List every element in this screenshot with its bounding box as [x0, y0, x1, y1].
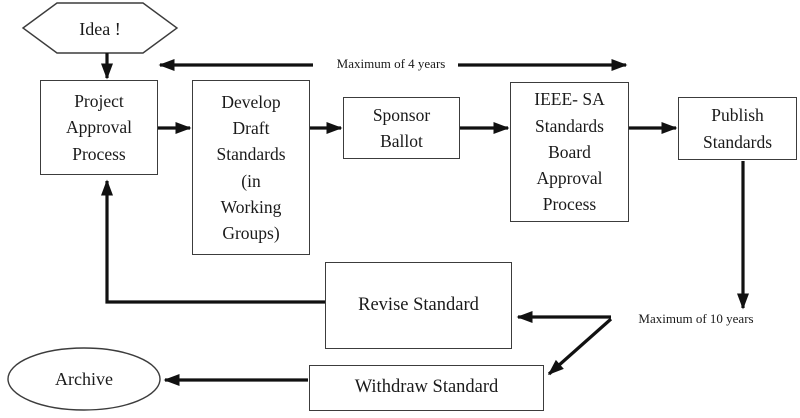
edge-label-maximum-10-years: Maximum of 10 years — [638, 311, 754, 326]
idea-hexagon-shape — [21, 2, 179, 54]
node-ieee-sa-standards-board-approval-process: IEEE- SA Standards Board Approval Proces… — [510, 82, 629, 222]
node-sponsor-ballot: Sponsor Ballot — [343, 97, 460, 159]
node-develop-draft-standards: Develop Draft Standards (in Working Grou… — [192, 80, 310, 255]
arrow-max10-to-withdraw — [547, 317, 613, 376]
edge-label-maximum-4-years: Maximum of 4 years — [336, 56, 446, 71]
node-project-approval-process: Project Approval Process — [40, 80, 158, 175]
node-archive: Archive — [55, 368, 113, 389]
node-withdraw-standard: Withdraw Standard — [309, 365, 544, 411]
archive-ellipse-shape — [7, 347, 161, 411]
arrow-revise-to-project — [101, 179, 325, 304]
node-idea: Idea ! — [79, 18, 121, 39]
node-publish-standards: Publish Standards — [678, 97, 797, 160]
node-revise-standard: Revise Standard — [325, 262, 512, 349]
